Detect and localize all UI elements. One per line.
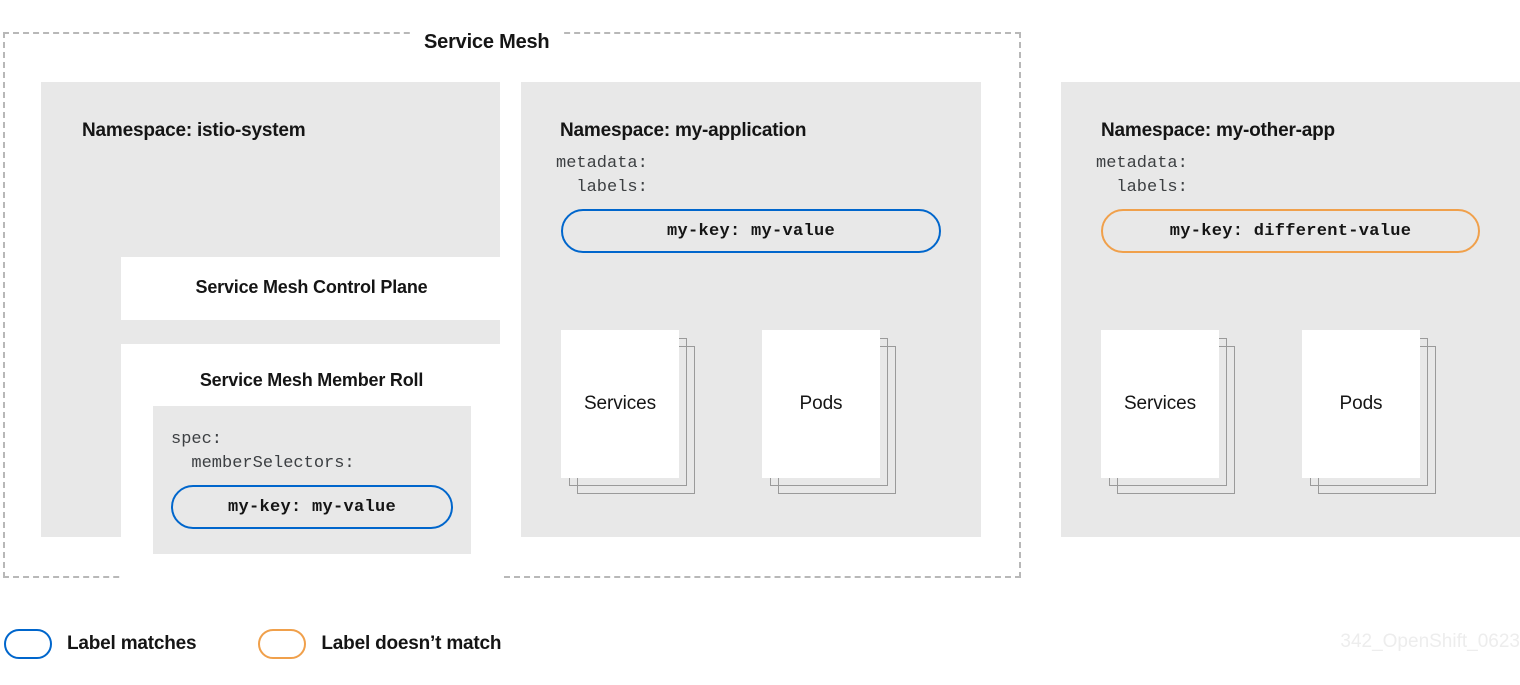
card-service-mesh-control-plane: Service Mesh Control Plane: [121, 257, 502, 320]
label-pill-my-application: my-key: my-value: [561, 209, 941, 253]
watermark: 342_OpenShift_0623: [1340, 631, 1520, 652]
legend-item-no-match: Label doesn’t match: [258, 629, 502, 659]
namespace-name: istio-system: [196, 120, 306, 141]
namespace-name: my-application: [674, 120, 807, 141]
legend-item-match: Label matches: [4, 629, 197, 659]
legend-swatch-match-icon: [4, 629, 52, 659]
stack-sheet-front: Services: [1101, 330, 1219, 478]
legend: Label matches Label doesn’t match: [4, 626, 563, 662]
resource-label-pods: Pods: [799, 393, 843, 414]
my-application-yaml-text: metadata: labels:: [556, 154, 648, 197]
member-roll-yaml-text: spec: memberSelectors:: [171, 430, 355, 473]
service-mesh-title: Service Mesh: [410, 30, 564, 54]
my-other-app-yaml-text: metadata: labels:: [1096, 154, 1188, 197]
legend-swatch-no-match-icon: [258, 629, 307, 659]
resource-label-pods: Pods: [1339, 393, 1383, 414]
stack-sheet-front: Pods: [1302, 330, 1420, 478]
resource-label-services: Services: [1123, 393, 1197, 414]
namespace-title-istio-system: Namespace:istio-system: [82, 120, 306, 142]
namespace-panel-istio-system: Namespace:istio-system Service Mesh Cont…: [41, 82, 502, 581]
resource-label-services: Services: [583, 393, 657, 414]
namespace-prefix: Namespace:: [82, 120, 192, 141]
label-pill-my-other-app: my-key: different-value: [1101, 209, 1480, 253]
resource-stack-pods: Pods: [762, 330, 896, 494]
card-service-mesh-member-roll: Service Mesh Member Roll: [121, 344, 502, 581]
namespace-title-my-other-app: Namespace:my-other-app: [1101, 120, 1335, 142]
resource-stack-pods: Pods: [1302, 330, 1436, 494]
resource-stack-services: Services: [1101, 330, 1235, 494]
stack-sheet-front: Pods: [762, 330, 880, 478]
namespace-prefix: Namespace:: [1101, 120, 1211, 141]
legend-label-match: Label matches: [67, 633, 197, 654]
namespace-prefix: Namespace:: [560, 120, 670, 141]
namespace-title-my-application: Namespace:my-application: [560, 120, 806, 142]
namespace-name: my-other-app: [1215, 120, 1335, 141]
card-title-service-mesh-member-roll: Service Mesh Member Roll: [199, 370, 424, 390]
member-roll-yaml-block: [153, 406, 471, 554]
card-title-service-mesh-control-plane: Service Mesh Control Plane: [195, 277, 428, 297]
legend-label-no-match: Label doesn’t match: [321, 633, 502, 654]
label-pill-member-selector: my-key: my-value: [171, 485, 453, 529]
resource-stack-services: Services: [561, 330, 695, 494]
stack-sheet-front: Services: [561, 330, 679, 478]
